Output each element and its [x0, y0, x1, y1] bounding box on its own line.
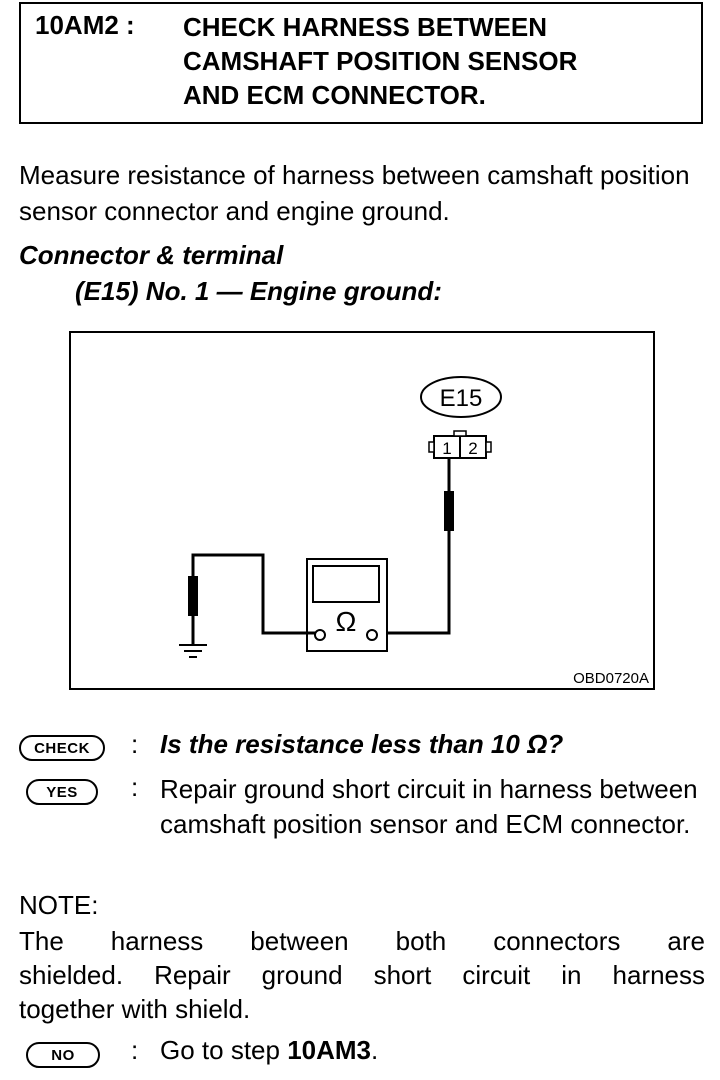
step-title-line: AND ECM CONNECTOR.	[183, 80, 486, 110]
ohmmeter-icon: Ω	[306, 558, 388, 652]
no-action-prefix: Go to step	[160, 1035, 288, 1065]
no-action-suffix: .	[371, 1035, 379, 1065]
wiring-diagram-svg: E15 1 2 Ω OBD0720A	[179, 376, 649, 687]
step-id: 10AM2 :	[35, 10, 135, 40]
yes-colon: :	[131, 772, 139, 802]
ohm-symbol: Ω	[336, 606, 357, 637]
step-title-line: CHECK HARNESS BETWEEN	[183, 12, 548, 42]
note-line: together with shield.	[19, 994, 251, 1024]
probe-tip-left	[188, 576, 198, 616]
figure-code: OBD0720A	[573, 670, 649, 687]
step-title-line: CAMSHAFT POSITION SENSOR	[183, 46, 578, 76]
connector-label: E15	[440, 385, 483, 412]
ground-icon	[179, 644, 207, 658]
check-colon: :	[131, 729, 139, 759]
connector-e15-icon: 1 2	[428, 430, 492, 459]
step-title: CHECK HARNESS BETWEEN CAMSHAFT POSITION …	[183, 10, 577, 112]
wiring-diagram: E15 1 2 Ω OBD0720A	[69, 331, 655, 690]
next-step-id: 10AM3	[287, 1035, 372, 1065]
yes-icon: YES	[26, 779, 98, 805]
connector-terminal-heading: Connector & terminal	[19, 240, 284, 270]
no-colon: :	[131, 1035, 139, 1065]
check-question: Is the resistance less than 10 Ω?	[160, 729, 564, 759]
probe-tip-right	[444, 491, 454, 531]
note-label: NOTE:	[19, 890, 99, 920]
step-title-box: 10AM2 : CHECK HARNESS BETWEEN CAMSHAFT P…	[19, 2, 703, 124]
intro-paragraph: Measure resistance of harness between ca…	[19, 160, 690, 226]
connector-terminal-spec: (E15) No. 1 — Engine ground:	[75, 276, 442, 306]
pin-2-label: 2	[468, 439, 477, 458]
note-line: The harness between both connectors are	[19, 926, 705, 956]
connector-label-oval	[420, 376, 502, 418]
note-line: shielded. Repair ground short circuit in…	[19, 960, 705, 990]
probe-lead-right	[379, 458, 451, 635]
no-action: Go to step 10AM3.	[160, 1035, 378, 1066]
probe-lead-left	[191, 553, 315, 645]
pin-1-label: 1	[442, 439, 451, 458]
check-icon: CHECK	[19, 735, 105, 761]
yes-action: Repair ground short circuit in harness b…	[160, 774, 698, 839]
note-text: The harness between both connectors are …	[19, 924, 705, 1026]
no-icon: NO	[26, 1042, 100, 1068]
